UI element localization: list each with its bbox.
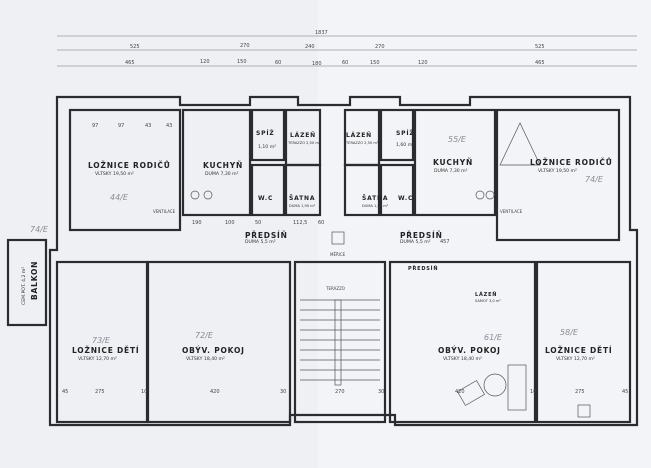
dim: 97 bbox=[92, 123, 98, 129]
dim: 150 bbox=[237, 59, 247, 65]
room-area: VLTSKY 18,40 m² bbox=[443, 356, 482, 362]
room-note: 73/E bbox=[92, 336, 111, 345]
room-area: CEM.POT. 4,2 m² bbox=[21, 267, 27, 305]
dim: 190 bbox=[192, 220, 202, 226]
dim: 45 bbox=[62, 389, 68, 395]
room-area: VLTSKY 12,70 m² bbox=[78, 356, 117, 362]
room-area: DUMA 7,30 m² bbox=[205, 171, 239, 177]
room-note: 72/E bbox=[195, 331, 214, 340]
furniture bbox=[190, 122, 591, 418]
dim: 10 bbox=[141, 389, 147, 395]
dim: 465 bbox=[125, 60, 135, 66]
room-name: KUCHYŇ bbox=[433, 158, 473, 167]
room-note: 44/E bbox=[110, 193, 129, 202]
dim: 43 bbox=[166, 123, 172, 129]
dim: 60 bbox=[342, 60, 348, 66]
dim: 525 bbox=[535, 44, 545, 50]
dim: 45 bbox=[622, 389, 628, 395]
dim: 457 bbox=[440, 239, 450, 245]
dim: 150 bbox=[370, 60, 380, 66]
terazzo-label: TERAZZO bbox=[325, 286, 345, 291]
room-name: SPÍŽ bbox=[256, 129, 275, 137]
dim: 420 bbox=[210, 389, 220, 395]
merice-label: MĚŘICE bbox=[330, 252, 346, 257]
room-area: TERAZZO 2,50 m² bbox=[345, 141, 379, 145]
staircase bbox=[300, 231, 380, 386]
misc-labels: VENTILACE VENTILACE TERAZZO MĚŘICE 45 27… bbox=[62, 123, 628, 395]
room-area: VLTSKY 19,50 m² bbox=[538, 168, 577, 174]
room-note: 55/E bbox=[448, 135, 467, 144]
room-area: DUMA 5,5 m² bbox=[400, 239, 431, 245]
room-name: LOŽNICE RODIČŮ bbox=[530, 158, 613, 167]
dim: 240 bbox=[305, 44, 315, 50]
room-area: 1,10 m² bbox=[258, 144, 276, 150]
room-name: PŘEDSÍŇ bbox=[408, 264, 438, 272]
dim: 60 bbox=[318, 220, 324, 226]
room-note: 61/E bbox=[484, 333, 503, 342]
dim: 465 bbox=[535, 60, 545, 66]
room-area: SAMOT 3,0 m² bbox=[475, 299, 501, 303]
walls bbox=[6, 95, 639, 427]
room-name: LÁZEŇ bbox=[290, 131, 316, 139]
dim: 120 bbox=[418, 60, 428, 66]
room-note: 58/E bbox=[560, 328, 579, 337]
dim: 270 bbox=[375, 44, 385, 50]
dim: 275 bbox=[575, 389, 585, 395]
ventilace-label: VENTILACE bbox=[500, 209, 523, 214]
room-name: PŘEDSÍŇ bbox=[245, 231, 288, 240]
room-name: BALKON bbox=[30, 261, 39, 300]
ventilace-label: VENTILACE bbox=[153, 209, 176, 214]
room-name: OBÝV. POKOJ bbox=[182, 346, 245, 355]
room-name: OBÝV. POKOJ bbox=[438, 346, 501, 355]
dim: 112,5 bbox=[293, 220, 307, 226]
dim: 97 bbox=[118, 123, 124, 129]
dim: 120 bbox=[200, 59, 210, 65]
room-name: LOŽNICE DĚTÍ bbox=[72, 346, 140, 355]
room-area: DUMA 1,90 m² bbox=[362, 204, 389, 208]
dim: 180 bbox=[312, 61, 322, 67]
dim: 270 bbox=[240, 43, 250, 49]
room-name: LOŽNICE RODIČŮ bbox=[88, 161, 171, 170]
room-area: DUMA 1,90 m² bbox=[289, 204, 316, 208]
dim: 275 bbox=[95, 389, 105, 395]
room-name: LOŽNICE DĚTÍ bbox=[545, 346, 613, 355]
room-area: VLTSKY 18,40 m² bbox=[186, 356, 225, 362]
room-name: LÁZEŇ bbox=[346, 131, 372, 139]
room-name: ŠATNA bbox=[289, 195, 315, 202]
room-area: DUMA 5,5 m² bbox=[245, 239, 276, 245]
dim: 10 bbox=[530, 389, 536, 395]
dim: 60 bbox=[275, 60, 281, 66]
dim: 43 bbox=[145, 123, 151, 129]
dim: 525 bbox=[130, 44, 140, 50]
dim: 30 bbox=[280, 389, 286, 395]
room-name: W.C bbox=[258, 195, 273, 202]
dim-overall: 1837 bbox=[315, 30, 328, 36]
dim: 50 bbox=[255, 220, 261, 226]
room-labels: LOŽNICE RODIČŮ VLTSKY 19,50 m² 44/E KUCH… bbox=[21, 129, 613, 362]
room-name: LÁZEŇ bbox=[475, 290, 497, 298]
top-dimension-lines: 1837 525 270 240 270 525 465 120 150 60 … bbox=[57, 30, 637, 67]
room-area: VLTSKY 12,70 m² bbox=[556, 356, 595, 362]
room-name: KUCHYŇ bbox=[203, 161, 243, 170]
dim: 270 bbox=[335, 389, 345, 395]
room-area: 1,60 m² bbox=[396, 142, 414, 148]
room-area: DUMA 7,30 m² bbox=[434, 168, 468, 174]
room-note: 74/E bbox=[30, 225, 49, 234]
room-note: 74/E bbox=[585, 175, 604, 184]
dim: 100 bbox=[225, 220, 235, 226]
dim: 30 bbox=[378, 389, 384, 395]
room-name: PŘEDSÍŇ bbox=[400, 231, 443, 240]
room-area: VLTSKY 19,50 m² bbox=[95, 171, 134, 177]
dim: 420 bbox=[455, 389, 465, 395]
room-name: ŠATNA bbox=[362, 195, 388, 202]
room-name: SPÍŽ bbox=[396, 129, 415, 137]
room-name: W.C bbox=[398, 195, 413, 202]
room-area: TERAZZO 2,50 m² bbox=[287, 141, 321, 145]
